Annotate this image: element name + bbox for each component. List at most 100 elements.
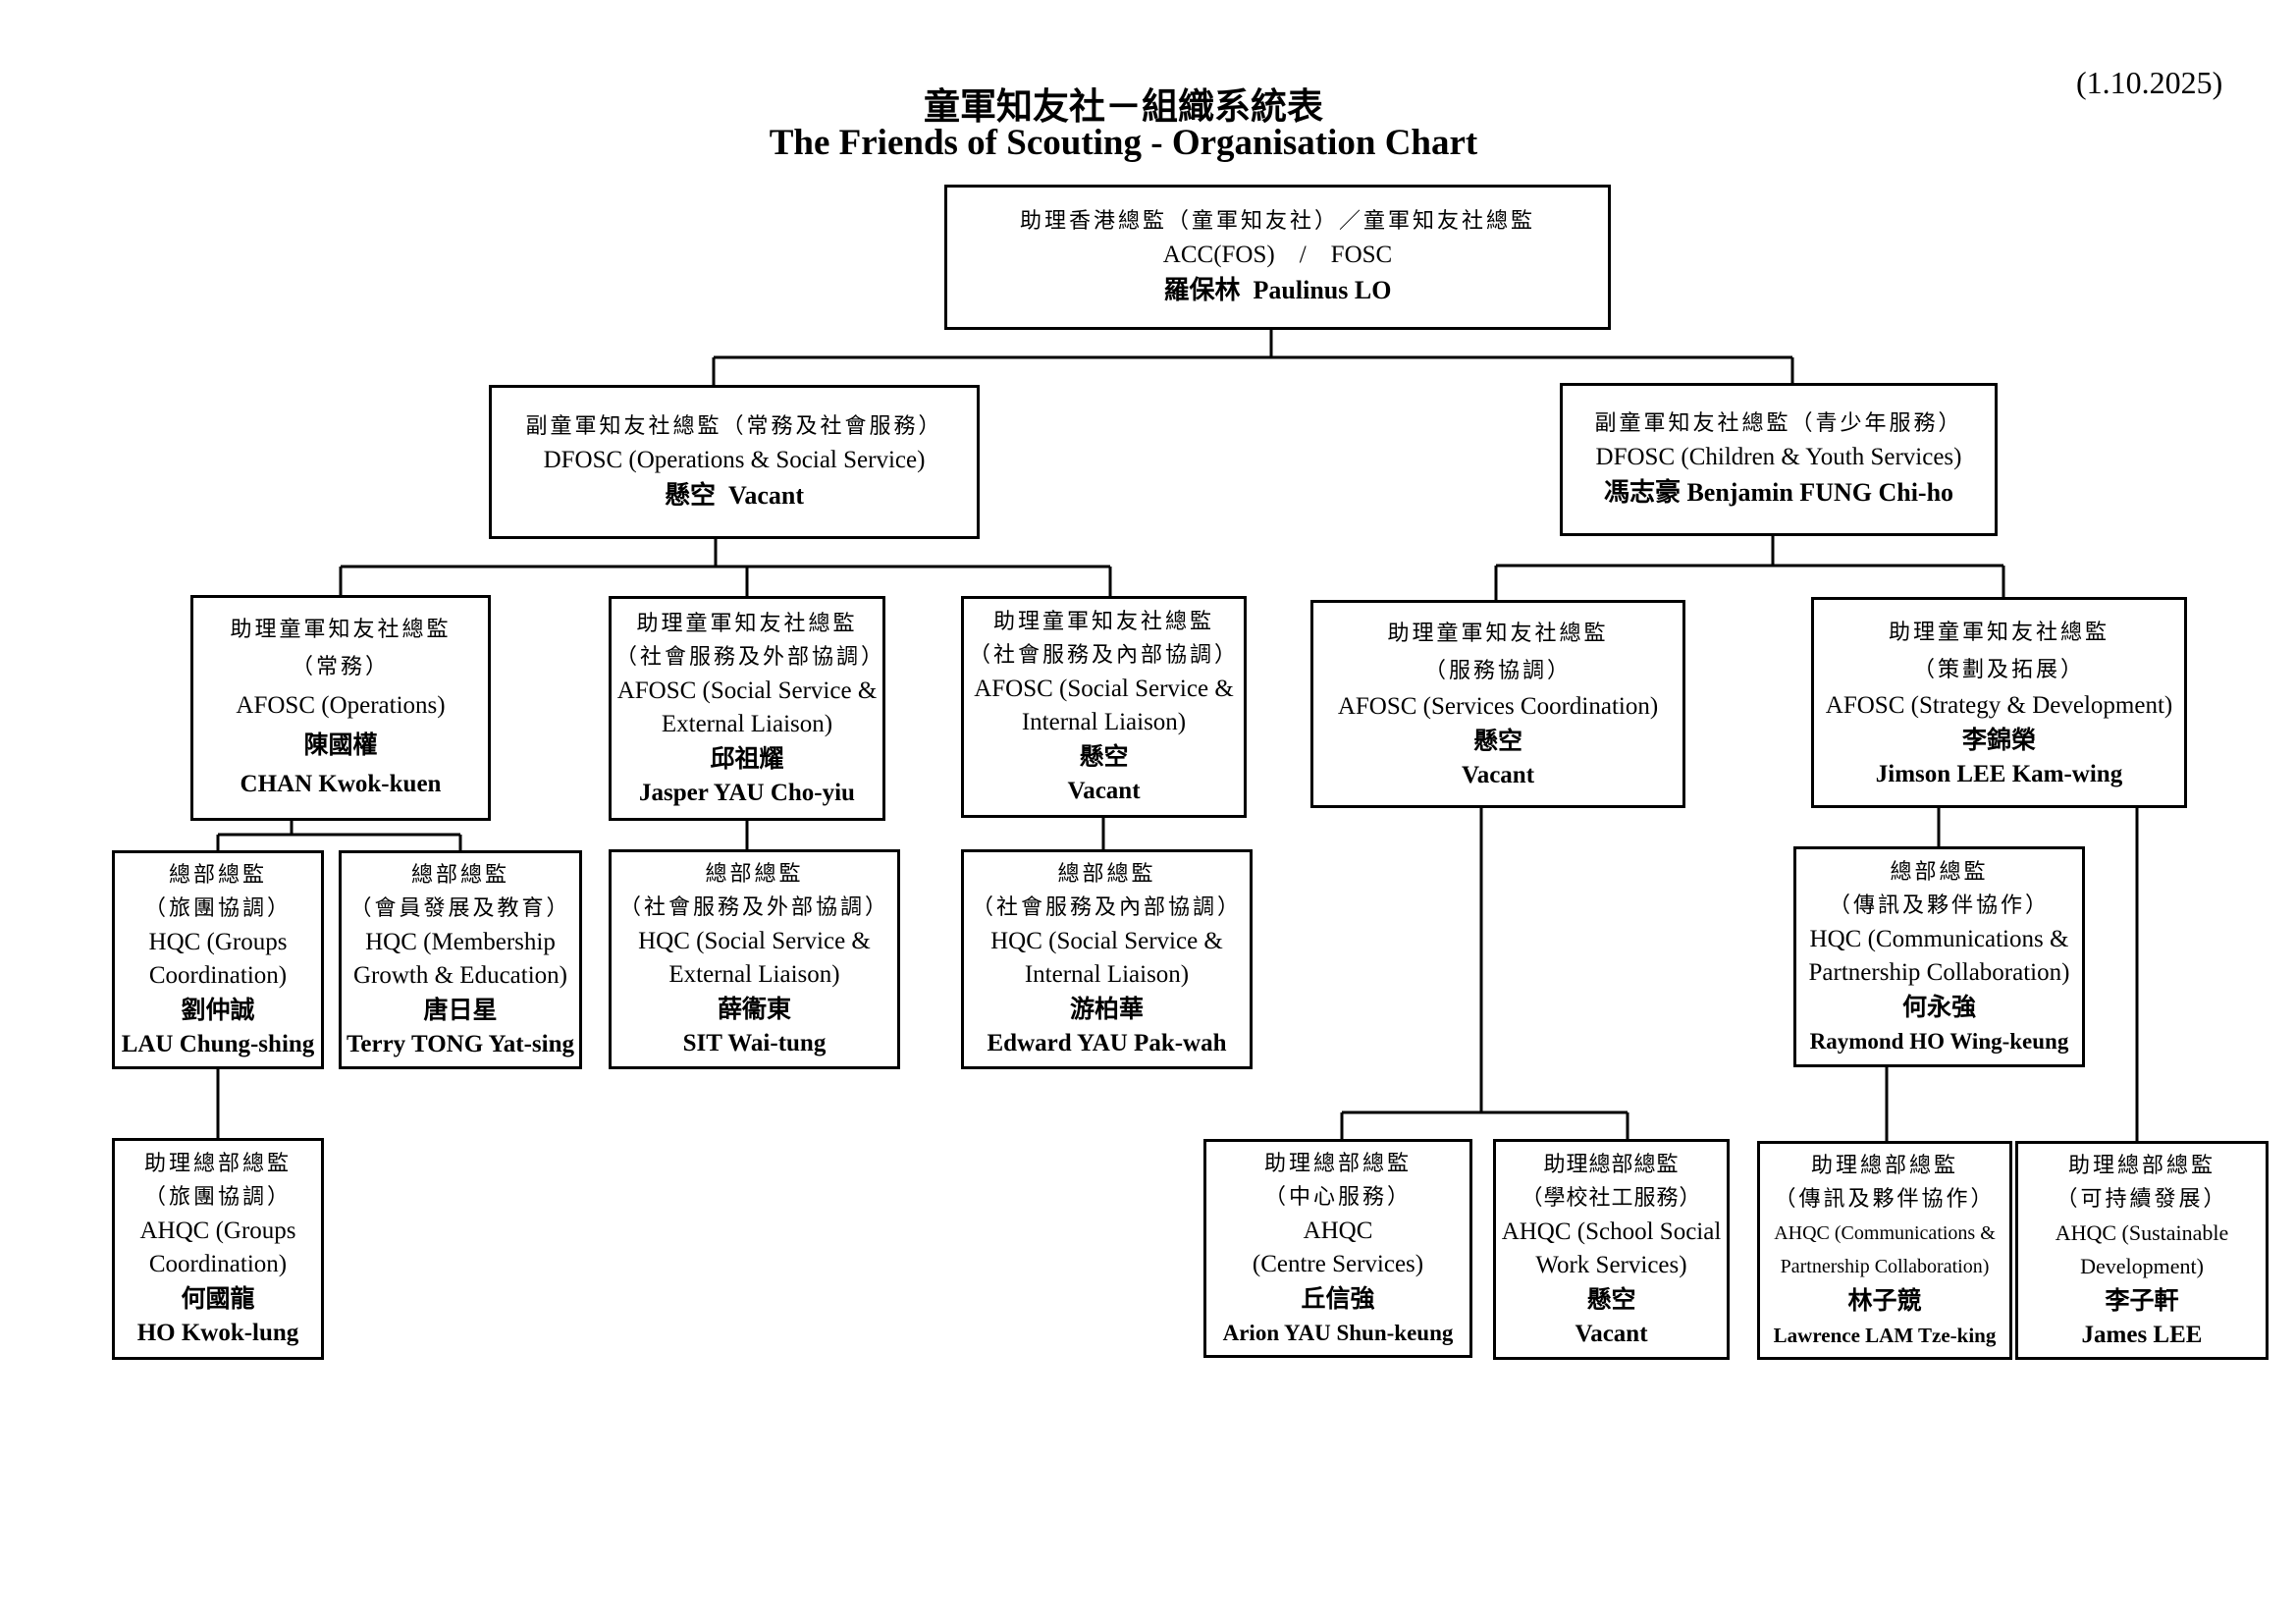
node-ahqc-communications: 助理總部總監 （傳訊及夥伴協作） AHQC (Communications & … <box>1757 1141 2012 1360</box>
node-name-en: LAU Chung-shing <box>121 1030 315 1057</box>
node-role-en: HQC (Membership Growth & Education) <box>352 928 567 989</box>
node-name-en: CHAN Kwok-kuen <box>240 771 442 797</box>
node-role-en: HQC (Groups Coordination) <box>148 928 288 989</box>
node-name-en: SIT Wai-tung <box>682 1030 827 1056</box>
node-name-zh: 懸空 <box>1472 727 1522 755</box>
node-role-zh: 總部總監 （會員發展及教育） <box>349 862 571 921</box>
node-role-zh: 助理總部總監 （學校社工服務） <box>1521 1152 1702 1211</box>
node-name-en: Lawrence LAM Tze-king <box>1773 1323 1997 1347</box>
node-name-en: Edward YAU Pak-wah <box>987 1030 1227 1056</box>
node-role-en: AFOSC (Services Coordination) <box>1337 693 1659 720</box>
node-role-en: ACC(FOS) / FOSC <box>1162 242 1393 268</box>
connector-dfosc-cys <box>1494 534 2005 600</box>
node-afosc-social-external: 助理童軍知友社總監 （社會服務及外部協調） AFOSC (Social Serv… <box>609 596 885 821</box>
node-role-zh: 助理童軍知友社總監 （服務協調） <box>1387 622 1609 683</box>
node-name-en: Paulinus LO <box>1253 276 1392 304</box>
node-hqc-groups-coordination: 總部總監 （旅團協調） HQC (Groups Coordination) 劉仲… <box>112 850 324 1069</box>
node-name-en: James LEE <box>2081 1321 2203 1348</box>
node-name-en: HO Kwok-lung <box>136 1320 299 1346</box>
node-ahqc-groups-coordination: 助理總部總監 （旅團協調） AHQC (Groups Coordination)… <box>112 1138 324 1360</box>
node-name-en: Benjamin FUNG Chi-ho <box>1686 478 1954 507</box>
node-name: 馮志豪 Benjamin FUNG Chi-ho <box>1604 474 1953 512</box>
node-name-zh: 游柏華 <box>1069 995 1144 1023</box>
node-role-en: DFOSC (Operations & Social Service) <box>543 446 926 473</box>
node-name-en: Vacant <box>1067 778 1141 804</box>
node-role-en: AHQC (Groups Coordination) <box>139 1218 296 1277</box>
chart-title-english: The Friends of Scouting - Organisation C… <box>769 123 1478 163</box>
node-role-en: AHQC (School Social Work Services) <box>1501 1218 1722 1278</box>
node-name: 羅保林 Paulinus LO <box>1164 272 1392 309</box>
node-name: 懸空 Vacant <box>665 477 804 514</box>
node-role-zh: 助理總部總監 （傳訊及夥伴協作） <box>1774 1153 1996 1212</box>
node-name-zh: 陳國權 <box>303 731 378 759</box>
node-name-zh: 懸空 <box>664 480 716 511</box>
connector-acc <box>712 328 1794 385</box>
connector-dfosc-ops <box>339 539 1112 596</box>
node-name-zh: 唐日星 <box>423 995 498 1024</box>
node-name-en: Vacant <box>727 480 805 510</box>
node-name-zh: 馮志豪 <box>1603 478 1681 508</box>
connector-afosc-sc <box>1340 808 1629 1139</box>
node-role-en: HQC (Social Service & Internal Liaison) <box>990 928 1223 988</box>
node-role-zh: 助理童軍知友社總監 （常務） <box>230 618 452 679</box>
node-role-zh: 副童軍知友社總監（青少年服務） <box>1594 411 1963 436</box>
node-role-zh: 總部總監 （旅團協調） <box>143 862 292 921</box>
node-role-zh: 助理童軍知友社總監 （社會服務及內部協調） <box>968 610 1239 668</box>
node-role-en: AFOSC (Operations) <box>236 692 446 719</box>
node-name-zh: 何永強 <box>1901 992 1976 1021</box>
node-role-en: AHQC (Centre Services) <box>1252 1217 1424 1277</box>
node-ahqc-sustainable-development: 助理總部總監 （可持續發展） AHQC (Sustainable Develop… <box>2015 1141 2269 1360</box>
node-role-en: AFOSC (Social Service & Internal Liaison… <box>974 676 1234 735</box>
node-afosc-operations: 助理童軍知友社總監 （常務） AFOSC (Operations) 陳國權 CH… <box>190 595 491 821</box>
node-name-zh: 丘信強 <box>1301 1283 1375 1313</box>
node-role-zh: 助理總部總監 （可持續發展） <box>2056 1153 2228 1212</box>
node-afosc-strategy-development: 助理童軍知友社總監 （策劃及拓展） AFOSC (Strategy & Deve… <box>1811 597 2187 808</box>
node-name-zh: 李錦榮 <box>1961 725 2036 754</box>
node-dfosc-operations: 副童軍知友社總監（常務及社會服務） DFOSC (Operations & So… <box>489 385 980 539</box>
node-name-zh: 懸空 <box>1079 742 1129 771</box>
node-name-en: Jasper YAU Cho-yiu <box>639 779 855 806</box>
node-role-en: AFOSC (Strategy & Development) <box>1825 691 2173 719</box>
node-name-zh: 李子軒 <box>2105 1285 2179 1315</box>
node-role-zh: 副童軍知友社總監（常務及社會服務） <box>525 413 943 439</box>
chart-date: (1.10.2025) <box>2076 65 2223 100</box>
node-ahqc-centre-services: 助理總部總監 （中心服務） AHQC (Centre Services) 丘信強… <box>1203 1139 1472 1358</box>
node-name-zh: 林子競 <box>1847 1285 1922 1315</box>
chart-title-chinese: 童軍知友社－組織系統表 <box>924 85 1323 128</box>
node-name-en: Vacant <box>1461 762 1535 788</box>
node-hqc-social-internal: 總部總監 （社會服務及內部協調） HQC (Social Service & I… <box>961 849 1253 1069</box>
node-name-zh: 劉仲誠 <box>181 995 255 1024</box>
node-hqc-membership-growth: 總部總監 （會員發展及教育） HQC (Membership Growth & … <box>339 850 582 1069</box>
node-name-zh: 何國龍 <box>181 1284 255 1313</box>
node-role-en: HQC (Communications & Partnership Collab… <box>1808 925 2070 986</box>
node-role-en: AFOSC (Social Service & External Liaison… <box>616 677 878 737</box>
node-role-en: HQC (Social Service & External Liaison) <box>638 928 871 988</box>
node-dfosc-children-youth: 副童軍知友社總監（青少年服務） DFOSC (Children & Youth … <box>1560 383 1998 536</box>
node-name-zh: 薛衞東 <box>717 995 791 1023</box>
node-name-en: Raymond HO Wing-keung <box>1809 1028 2069 1054</box>
node-role-zh: 助理童軍知友社總監 （社會服務及外部協調） <box>615 611 886 670</box>
node-role-zh: 總部總監 （社會服務及內部協調） <box>971 862 1242 920</box>
node-role-zh: 總部總監 （社會服務及外部協調） <box>618 862 889 920</box>
node-role-zh: 助理總部總監 （旅團協調） <box>143 1152 292 1210</box>
node-name-zh: 邱祖耀 <box>710 743 784 773</box>
node-role-zh: 助理總部總監 （中心服務） <box>1263 1151 1412 1210</box>
node-name-zh: 羅保林 <box>1163 276 1241 305</box>
node-afosc-social-internal: 助理童軍知友社總監 （社會服務及內部協調） AFOSC (Social Serv… <box>961 596 1247 818</box>
node-role-en: AHQC (Sustainable Development) <box>2055 1219 2229 1278</box>
node-name-zh: 懸空 <box>1586 1284 1636 1314</box>
node-name-en: Terry TONG Yat-sing <box>347 1030 574 1057</box>
node-role-zh: 總部總監 （傳訊及夥伴協作） <box>1828 859 2050 918</box>
node-role-en: DFOSC (Children & Youth Services) <box>1595 444 1962 470</box>
node-name-en: Jimson LEE Kam-wing <box>1875 760 2123 787</box>
node-role-zh: 助理香港總監（童軍知友社）／童軍知友社總監 <box>1019 209 1535 234</box>
node-hqc-social-external: 總部總監 （社會服務及外部協調） HQC (Social Service & E… <box>609 849 900 1069</box>
node-afosc-services-coordination: 助理童軍知友社總監 （服務協調） AFOSC (Services Coordin… <box>1310 600 1685 808</box>
node-acc-fosc: 助理香港總監（童軍知友社）／童軍知友社總監 ACC(FOS) / FOSC 羅保… <box>944 185 1611 330</box>
node-role-zh: 助理童軍知友社總監 （策劃及拓展） <box>1888 620 2109 682</box>
node-hqc-communications: 總部總監 （傳訊及夥伴協作） HQC (Communications & Par… <box>1793 846 2085 1067</box>
node-name-en: Vacant <box>1575 1320 1648 1347</box>
node-name-en: Arion YAU Shun-keung <box>1222 1320 1454 1345</box>
node-ahqc-school-social-work: 助理總部總監 （學校社工服務） AHQC (School Social Work… <box>1493 1139 1730 1360</box>
